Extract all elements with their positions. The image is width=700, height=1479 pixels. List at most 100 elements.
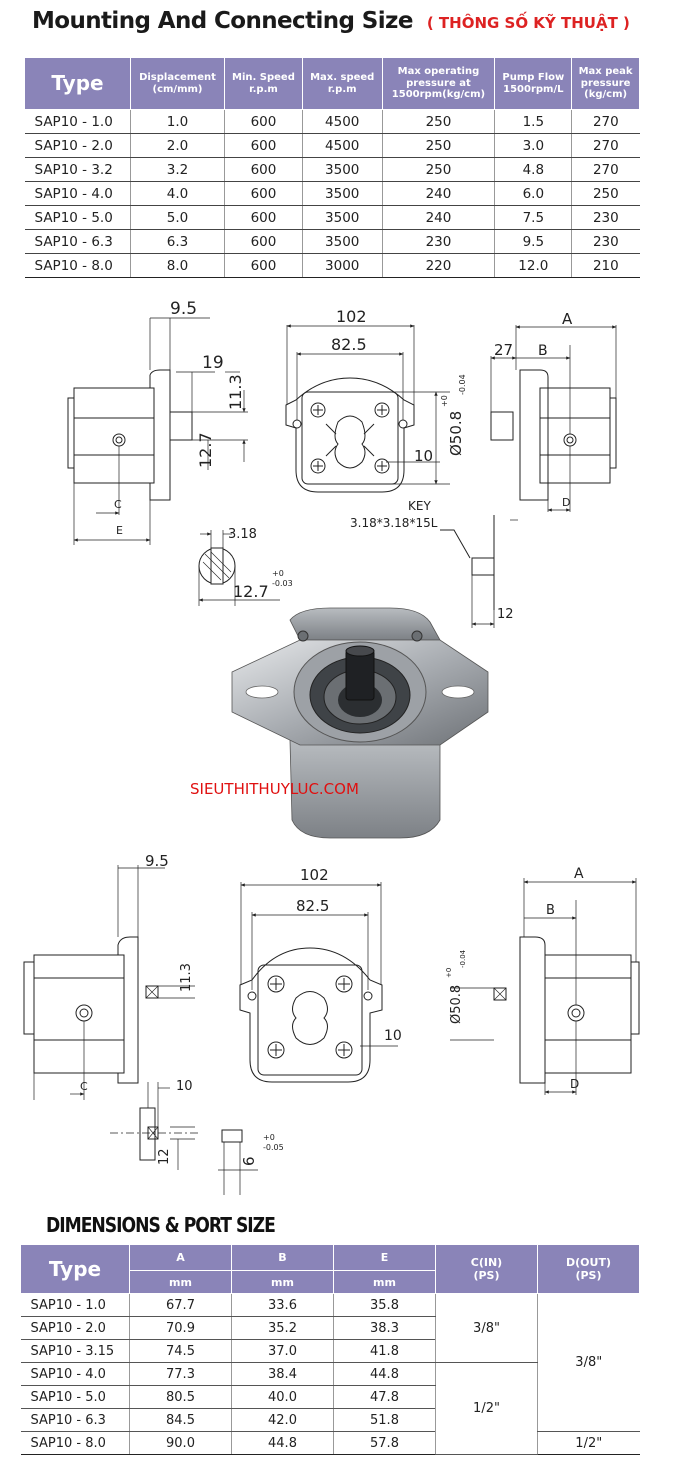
cell-max-speed: 4500 xyxy=(301,109,382,134)
spec-col-max-operating-pressure: Max operating pressure at 1500rpm(kg/cm) xyxy=(381,57,496,110)
cell-flow: 7.5 xyxy=(494,205,572,230)
dims-col-b: B xyxy=(231,1244,334,1271)
cell-min-speed: 600 xyxy=(223,205,303,230)
cell-displacement: 4.0 xyxy=(130,181,225,206)
cell-d-out: 1/2" xyxy=(537,1431,640,1455)
cell-displacement: 5.0 xyxy=(130,205,225,230)
dim-key-height-2: 11.3 xyxy=(179,963,194,992)
dims-col-e: E xyxy=(333,1244,436,1271)
cell-displacement: 1.0 xyxy=(130,109,225,134)
cell-type: SAP10 - 2.0 xyxy=(24,133,131,158)
table-row: SAP10 - 6.3 84.5 42.0 51.8 xyxy=(20,1408,640,1432)
cell-flow: 9.5 xyxy=(494,229,572,254)
watermark: SIEUTHITHUYLUC.COM xyxy=(190,780,359,798)
cell-peak-pressure: 230 xyxy=(571,205,640,230)
cell-e: 57.8 xyxy=(333,1431,436,1455)
cell-max-pressure: 250 xyxy=(381,109,495,134)
dim-key-offset: 19 xyxy=(202,353,224,373)
side-view-right-2 xyxy=(450,878,640,1095)
cell-type: SAP10 - 8.0 xyxy=(20,1431,130,1455)
cell-b: 40.0 xyxy=(231,1385,334,1409)
spec-col-displacement: Displacement (cm/mm) xyxy=(130,57,225,110)
dim-flange-width: 9.5 xyxy=(170,299,197,319)
cell-a: 77.3 xyxy=(129,1362,232,1386)
unit-a: mm xyxy=(129,1270,232,1294)
shaft-tol-bottom: -0.03 xyxy=(272,579,293,588)
dim-key-length-2: 10 xyxy=(176,1079,193,1094)
cell-flow: 3.0 xyxy=(494,133,572,158)
cell-c-in: 3/8" xyxy=(435,1293,538,1363)
cell-max-speed: 3500 xyxy=(301,157,382,182)
shaft-tol-bottom-2: -0.05 xyxy=(263,1143,284,1152)
table-row: SAP10 - 1.0 67.7 33.6 35.8 3/8" 3/8" xyxy=(20,1293,640,1432)
spec-table-header: Type Displacement (cm/mm) Min. Speed r.p… xyxy=(24,57,640,110)
cell-b: 35.2 xyxy=(231,1316,334,1340)
cell-max-speed: 3500 xyxy=(301,181,382,206)
dim-bolt-spacing: 82.5 xyxy=(331,335,367,354)
cell-peak-pressure: 230 xyxy=(571,229,640,254)
dims-col-c-label: C(IN) xyxy=(470,1256,503,1269)
dims-col-c-in: C(IN)(PS) xyxy=(435,1244,538,1294)
cell-b: 37.0 xyxy=(231,1339,334,1363)
tol-top: +0 xyxy=(440,395,449,407)
cell-a: 80.5 xyxy=(129,1385,232,1409)
spec-col-min-speed: Min. Speed r.p.m xyxy=(223,57,303,110)
table-row: SAP10 - 8.0 90.0 44.8 57.8 1/2" xyxy=(20,1431,640,1455)
cell-max-speed: 3500 xyxy=(301,205,382,230)
cell-b: 33.6 xyxy=(231,1293,334,1317)
cell-min-speed: 600 xyxy=(223,133,303,158)
table-row: SAP10 - 2.0 70.9 35.2 38.3 xyxy=(20,1316,640,1340)
pump-photo xyxy=(231,607,489,839)
key-title: KEY xyxy=(408,499,431,513)
page-subtitle: ( THÔNG SỐ KỸ THUẬT ) xyxy=(426,14,630,32)
cell-e: 51.8 xyxy=(333,1408,436,1432)
header: Mounting And Connecting Size ( THÔNG SỐ … xyxy=(32,8,630,34)
front-view-2 xyxy=(239,882,398,1083)
spec-col-pump-flow: Pump Flow 1500rpm/L xyxy=(494,57,573,110)
cell-type: SAP10 - 5.0 xyxy=(24,205,131,230)
dim-mount-width: 102 xyxy=(336,307,367,326)
cell-max-speed: 4500 xyxy=(301,133,382,158)
table-row: SAP10 - 3.15 74.5 37.0 41.8 xyxy=(20,1339,640,1363)
dims-header-top: Type A B E C(IN)(PS) D(OUT)(PS) xyxy=(20,1244,640,1294)
label-b: B xyxy=(538,343,548,359)
unit-e: mm xyxy=(333,1270,436,1294)
cell-type: SAP10 - 5.0 xyxy=(20,1385,130,1409)
spec-table: Type Displacement (cm/mm) Min. Speed r.p… xyxy=(24,57,640,278)
cell-c-in: 1/2" xyxy=(435,1362,538,1455)
cell-displacement: 3.2 xyxy=(130,157,225,182)
cell-d-out: 3/8" xyxy=(537,1293,640,1432)
cell-b: 38.4 xyxy=(231,1362,334,1386)
label-a-2: A xyxy=(574,866,584,882)
dims-col-d-sub: (PS) xyxy=(575,1269,602,1282)
tol-top-2: +0 xyxy=(445,968,453,978)
label-b-2: B xyxy=(546,903,555,918)
dims-col-type: Type xyxy=(20,1244,130,1294)
cell-flow: 1.5 xyxy=(494,109,572,134)
dim-flange-width-2: 9.5 xyxy=(145,852,169,870)
cell-peak-pressure: 210 xyxy=(571,253,640,278)
cell-e: 44.8 xyxy=(333,1362,436,1386)
cell-type: SAP10 - 3.2 xyxy=(24,157,131,182)
cell-flow: 6.0 xyxy=(494,181,572,206)
side-view-left xyxy=(67,317,248,545)
cell-peak-pressure: 270 xyxy=(571,157,640,182)
cell-displacement: 2.0 xyxy=(130,133,225,158)
cell-a: 67.7 xyxy=(129,1293,232,1317)
shaft-tol-top: +0 xyxy=(272,569,284,578)
dim-pilot-diameter: Ø50.8 xyxy=(447,411,465,456)
cell-type: SAP10 - 4.0 xyxy=(24,181,131,206)
cell-e: 47.8 xyxy=(333,1385,436,1409)
cell-e: 38.3 xyxy=(333,1316,436,1340)
cell-displacement: 6.3 xyxy=(130,229,225,254)
dims-col-d-out: D(OUT)(PS) xyxy=(537,1244,640,1294)
key-detail xyxy=(440,515,518,628)
dim-mount-width-2: 102 xyxy=(300,866,329,884)
label-c-2: C xyxy=(80,1080,88,1093)
dim-key-length: 12 xyxy=(497,607,514,622)
cell-min-speed: 600 xyxy=(223,181,303,206)
